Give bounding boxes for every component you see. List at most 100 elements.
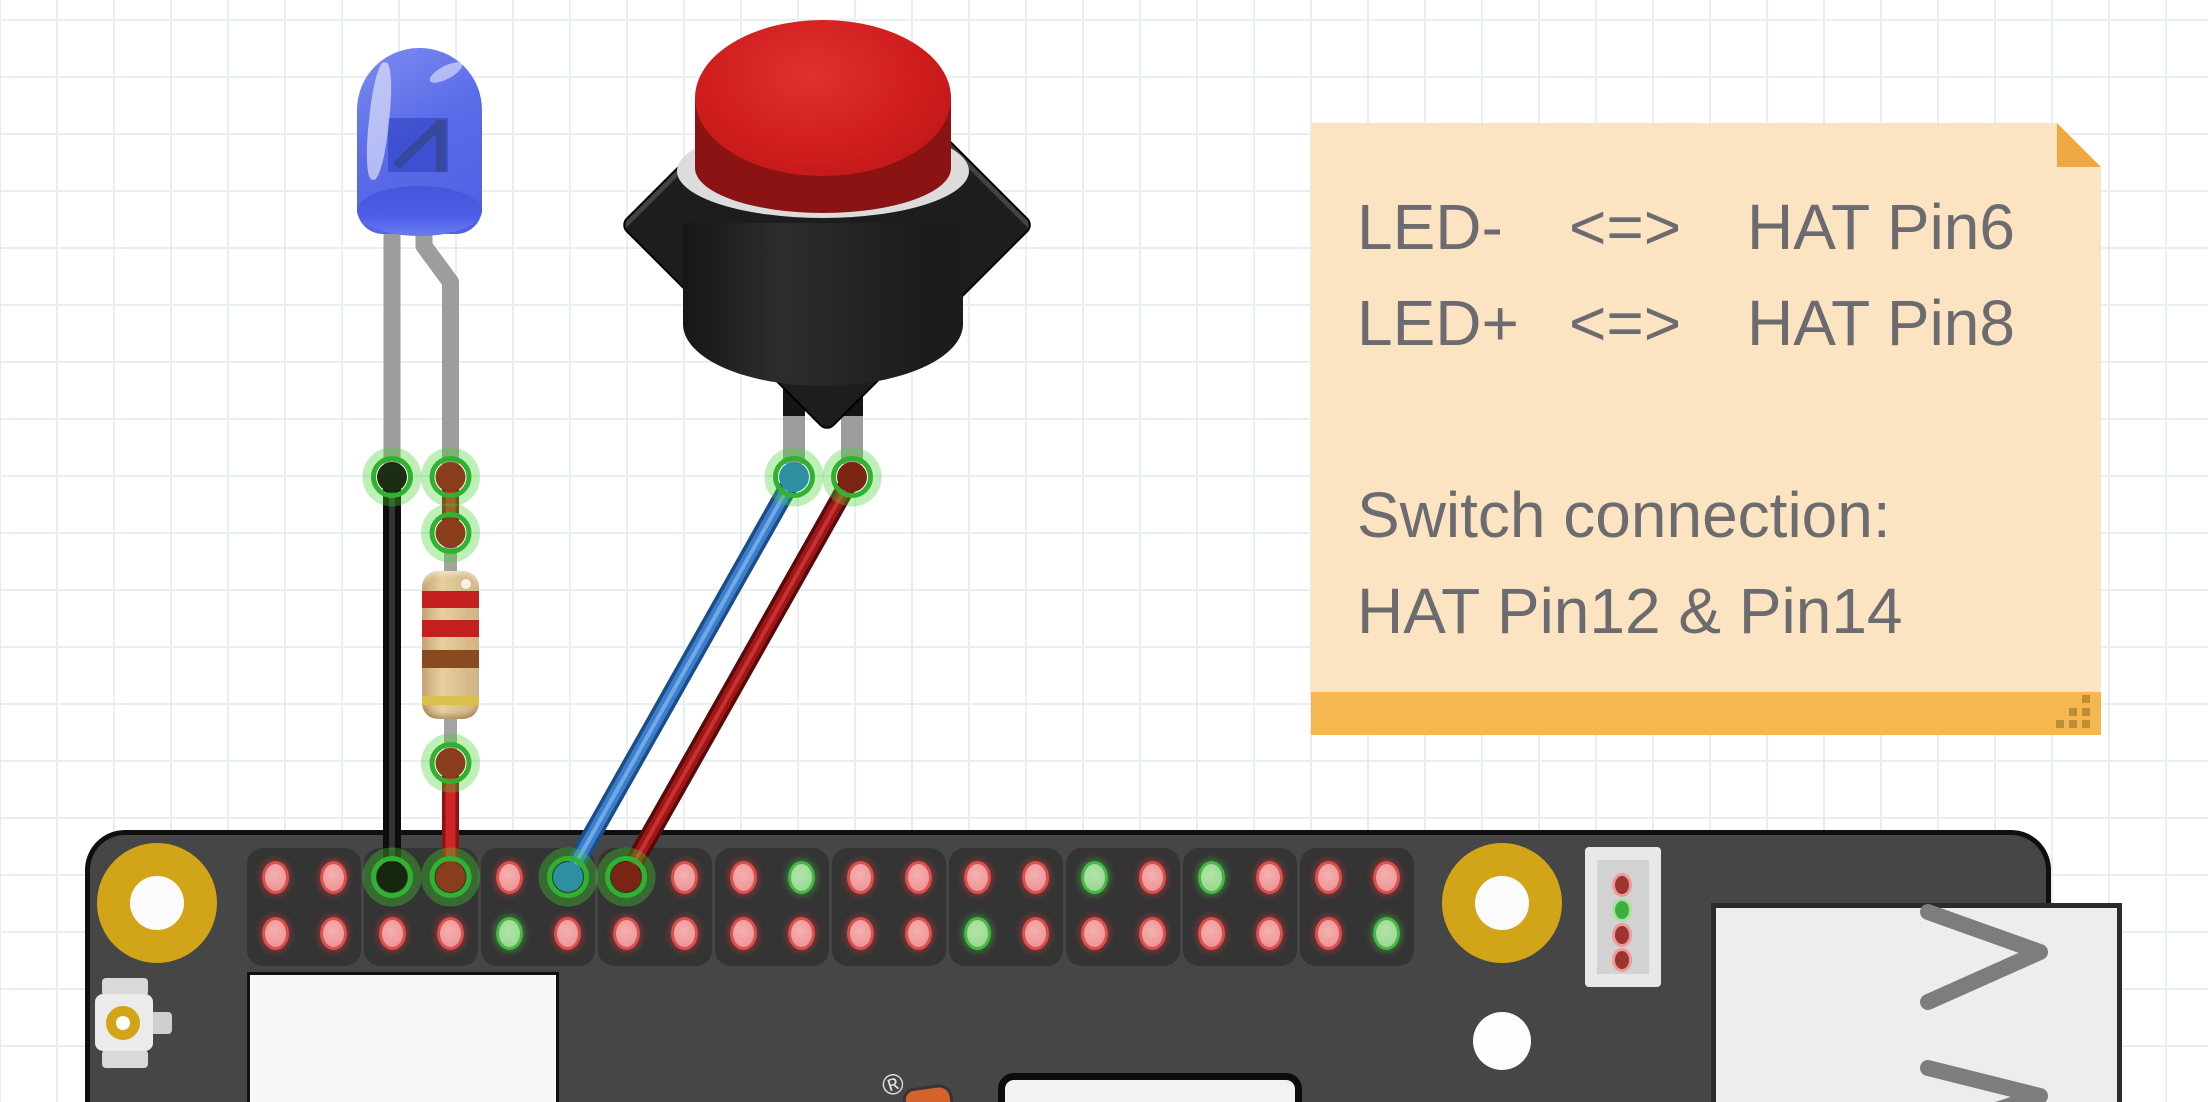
wire-darkred-switch[interactable]: [624, 476, 854, 878]
push-button-body[interactable]: [683, 223, 963, 386]
gpio-pin-bottom-19[interactable]: [1314, 916, 1342, 950]
junction-2[interactable]: [429, 512, 472, 554]
junction-1[interactable]: [435, 462, 466, 492]
note-led-minus-arrow: <=>: [1569, 191, 1682, 263]
gpio-pin-top-10[interactable]: [788, 860, 815, 894]
junction-9[interactable]: [611, 862, 641, 892]
gpio-pin-top-19[interactable]: [1314, 860, 1342, 894]
junction-5[interactable]: [837, 462, 867, 492]
gpio-pin-top-15[interactable]: [1080, 860, 1108, 894]
note-led-plus-label: LED+: [1357, 287, 1519, 359]
sticky-note-bottom-bar: [1311, 692, 2101, 735]
push-button-cap[interactable]: [695, 20, 951, 176]
gpio-pin-top-13[interactable]: [963, 860, 991, 894]
led-anode-leg[interactable]: [415, 226, 459, 470]
gpio-pin-bottom-17[interactable]: [1197, 916, 1225, 950]
junction-5[interactable]: [822, 447, 882, 507]
junction-1[interactable]: [429, 456, 472, 498]
gpio-pin-bottom-7[interactable]: [612, 916, 640, 950]
note-line-led-plus: LED+ <=> HAT Pin8: [1357, 275, 2015, 371]
junction-2[interactable]: [435, 518, 466, 548]
junction-7[interactable]: [435, 862, 466, 892]
resistor-highlight: [461, 579, 471, 589]
gpio-pin-top-12[interactable]: [905, 860, 932, 894]
connector-pin-1[interactable]: [1612, 873, 1632, 897]
junction-8[interactable]: [538, 847, 598, 907]
junction-3[interactable]: [421, 733, 480, 793]
gpio-pin-top-18[interactable]: [1256, 860, 1283, 894]
junction-0[interactable]: [362, 447, 422, 507]
gpio-pin-top-11[interactable]: [846, 860, 874, 894]
junction-9[interactable]: [605, 856, 647, 898]
junction-5[interactable]: [831, 456, 873, 498]
gpio-pin-top-8[interactable]: [671, 860, 698, 894]
rca-jack-ring: [106, 1006, 140, 1040]
note-led-minus-label: LED-: [1357, 191, 1503, 263]
resistor-220ohm[interactable]: [422, 571, 479, 719]
gpio-pin-bottom-3[interactable]: [378, 916, 406, 950]
note-led-plus-arrow: <=>: [1569, 287, 1682, 359]
gpio-pin-top-9[interactable]: [729, 860, 757, 894]
gpio-pin-bottom-5[interactable]: [495, 916, 523, 950]
junction-2[interactable]: [421, 503, 480, 563]
gpio-pin-bottom-16[interactable]: [1139, 916, 1166, 950]
gpio-pin-top-5[interactable]: [495, 860, 523, 894]
junction-4[interactable]: [779, 462, 809, 492]
note-led-plus-target: HAT Pin8: [1747, 287, 2015, 359]
resistor-band-4: [422, 696, 479, 705]
junction-7[interactable]: [429, 856, 472, 898]
gpio-pin-bottom-14[interactable]: [1022, 916, 1049, 950]
junction-6[interactable]: [377, 862, 407, 892]
gpio-pin-bottom-10[interactable]: [788, 916, 815, 950]
note-line-led-minus: LED- <=> HAT Pin6: [1357, 179, 2015, 275]
junction-4[interactable]: [764, 447, 824, 507]
gpio-pin-top-1[interactable]: [261, 860, 289, 894]
junction-9[interactable]: [596, 847, 656, 907]
gpio-pin-bottom-8[interactable]: [671, 916, 698, 950]
gpio-pin-top-2[interactable]: [320, 860, 347, 894]
junction-7[interactable]: [421, 847, 480, 907]
junction-0[interactable]: [377, 462, 407, 492]
gpio-pin-bottom-2[interactable]: [320, 916, 347, 950]
gpio-pin-top-17[interactable]: [1197, 860, 1225, 894]
junction-3[interactable]: [429, 742, 472, 784]
junction-0[interactable]: [371, 456, 413, 498]
hdmi-port-outline: [998, 1073, 1302, 1102]
gpio-pin-bottom-13[interactable]: [963, 916, 991, 950]
junction-1[interactable]: [421, 447, 480, 507]
drag-handle-dots-icon[interactable]: [2082, 720, 2090, 728]
gpio-pin-top-14[interactable]: [1022, 860, 1049, 894]
gpio-pin-top-16[interactable]: [1139, 860, 1166, 894]
gpio-pin-bottom-6[interactable]: [554, 916, 581, 950]
junction-8[interactable]: [553, 862, 583, 892]
gpio-pin-bottom-4[interactable]: [437, 916, 464, 950]
note-led-minus-target: HAT Pin6: [1747, 191, 2015, 263]
junction-3[interactable]: [435, 748, 466, 778]
led-die-icon: [388, 118, 448, 172]
gpio-pin-bottom-20[interactable]: [1373, 916, 1400, 950]
junction-8[interactable]: [547, 856, 589, 898]
gpio-pin-bottom-1[interactable]: [261, 916, 289, 950]
note-line-switch-title: Switch connection:: [1357, 479, 1891, 551]
gpio-pin-bottom-12[interactable]: [905, 916, 932, 950]
board-white-dot: [1473, 1012, 1531, 1070]
board-white-module: [247, 972, 559, 1102]
gpio-pin-bottom-9[interactable]: [729, 916, 757, 950]
gpio-pin-bottom-15[interactable]: [1080, 916, 1108, 950]
junction-6[interactable]: [362, 847, 422, 907]
resistor-band-3: [422, 650, 479, 668]
gpio-pin-bottom-18[interactable]: [1256, 916, 1283, 950]
gpio-pin-top-20[interactable]: [1373, 860, 1400, 894]
sticky-note-text: LED- <=> HAT Pin6 LED+ <=> HAT Pin8 Swit…: [1357, 179, 2015, 659]
junction-4[interactable]: [773, 456, 815, 498]
gpio-pin-bottom-11[interactable]: [846, 916, 874, 950]
connector-pin-3[interactable]: [1612, 923, 1632, 947]
junction-6[interactable]: [371, 856, 413, 898]
connector-pin-2[interactable]: [1612, 898, 1632, 922]
wire-blue-switch[interactable]: [566, 476, 796, 878]
sticky-note[interactable]: LED- <=> HAT Pin6 LED+ <=> HAT Pin8 Swit…: [1311, 123, 2101, 735]
connector-pin-4[interactable]: [1612, 948, 1632, 972]
